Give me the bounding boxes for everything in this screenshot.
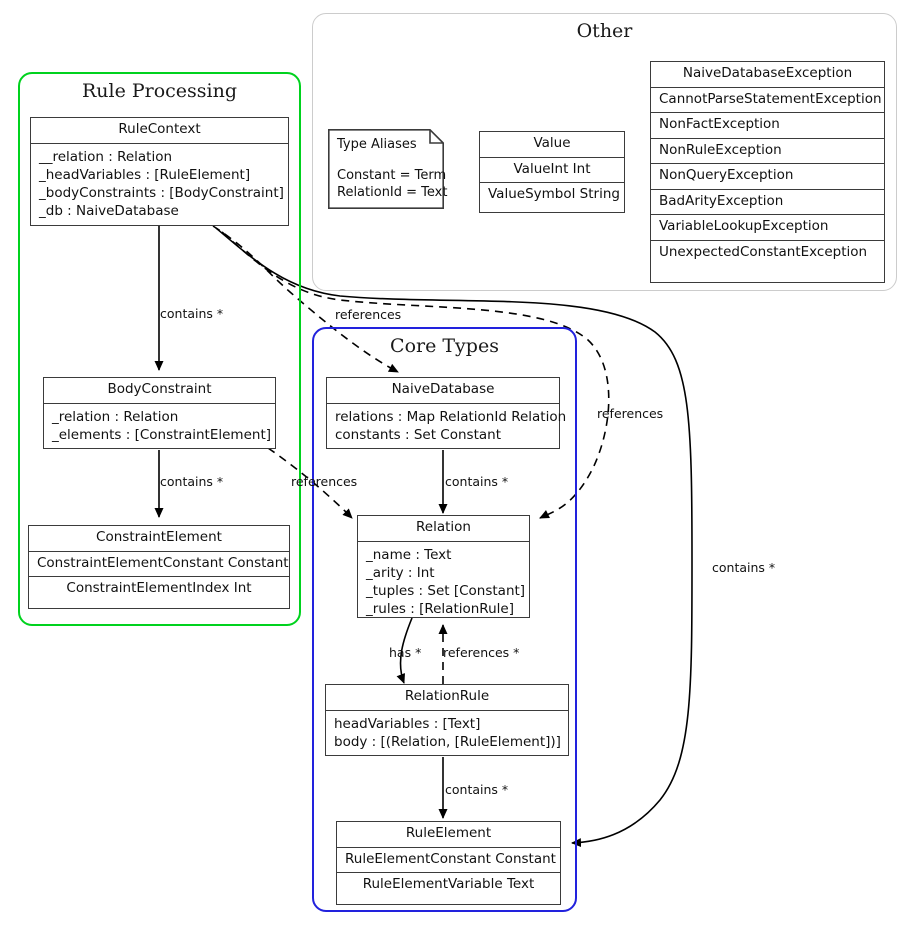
attr: _relation : Relation: [52, 408, 179, 425]
edge-label-rulecontext-ruleelement: contains *: [712, 560, 776, 575]
class-ruleelement-name: RuleElement: [337, 822, 560, 848]
package-core-types: Core Types: [312, 327, 577, 912]
class-ruleelement-row: RuleElementConstant Constant: [337, 848, 560, 874]
class-value-row: ValueInt Int: [480, 158, 624, 184]
exception-row: CannotParseStatementException: [651, 88, 884, 114]
package-core-types-title: Core Types: [390, 335, 499, 357]
note-type-aliases: Type Aliases Constant = Term RelationId …: [328, 129, 448, 209]
edge-label-relationrule-relation-references: references *: [443, 645, 520, 660]
package-other: Other: [312, 13, 897, 291]
class-relationrule-attrs: headVariables : [Text] body : [(Relation…: [326, 711, 568, 756]
attr: _headVariables : [RuleElement]: [39, 166, 251, 183]
attr: headVariables : [Text]: [334, 715, 481, 732]
edge-label-naivedatabase-relation: contains *: [445, 474, 509, 489]
class-naivedatabase-attrs: relations : Map RelationId Relation cons…: [327, 404, 567, 449]
class-naivedatabase[interactable]: NaiveDatabase relations : Map RelationId…: [326, 377, 567, 449]
class-constraintelement-row: ConstraintElementConstant Constant: [29, 552, 289, 578]
class-rulecontext[interactable]: RuleContext __relation : Relation _headV…: [30, 117, 289, 226]
attr: _elements : [ConstraintElement]: [52, 426, 271, 443]
edge-label-bodyconstraint-constraintelement: contains *: [160, 474, 224, 489]
class-naivedatabase-name: NaiveDatabase: [327, 378, 559, 404]
class-constraintelement-name: ConstraintElement: [29, 526, 289, 552]
class-rulecontext-name: RuleContext: [31, 118, 288, 144]
edge-label-bodyconstraint-relation: references: [291, 474, 358, 489]
exception-row: BadArityException: [651, 190, 884, 216]
class-relation[interactable]: Relation _name : Text _arity : Int _tupl…: [357, 515, 530, 618]
edge-label-relationrule-ruleelement: contains *: [445, 782, 509, 797]
class-relation-attrs: _name : Text _arity : Int _tuples : Set …: [358, 542, 529, 624]
class-constraintelement[interactable]: ConstraintElement ConstraintElementConst…: [28, 525, 290, 609]
package-rule-processing: Rule Processing: [18, 72, 301, 626]
class-relationrule-name: RelationRule: [326, 685, 568, 711]
attr: _name : Text: [366, 546, 452, 563]
exception-row: VariableLookupException: [651, 215, 884, 241]
class-value-row: ValueSymbol String: [488, 186, 620, 203]
class-relationrule[interactable]: RelationRule headVariables : [Text] body…: [325, 684, 569, 756]
class-bodyconstraint[interactable]: BodyConstraint _relation : Relation _ele…: [43, 377, 276, 449]
class-naivedatabaseexception-name: NaiveDatabaseException: [651, 62, 884, 88]
class-rulecontext-attrs: __relation : Relation _headVariables : […: [31, 144, 288, 226]
attr: body : [(Relation, [RuleElement])]: [334, 733, 561, 750]
class-constraintelement-row: ConstraintElementIndex Int: [66, 580, 252, 597]
note-title: Type Aliases: [337, 137, 417, 152]
note-body: Type Aliases Constant = Term RelationId …: [328, 129, 448, 209]
class-value-name: Value: [480, 132, 624, 158]
attr: relations : Map RelationId Relation: [335, 408, 567, 425]
attr: _db : NaiveDatabase: [39, 203, 179, 220]
class-ruleelement-row: RuleElementVariable Text: [362, 876, 535, 893]
class-bodyconstraint-attrs: _relation : Relation _elements : [Constr…: [44, 404, 275, 449]
note-spacer: [337, 154, 435, 167]
note-line: RelationId = Text: [337, 185, 448, 201]
class-ruleelement[interactable]: RuleElement RuleElementConstant Constant…: [336, 821, 561, 905]
edge-label-rulecontext-relation: references: [597, 406, 664, 421]
package-other-title: Other: [576, 20, 633, 42]
note-line: Constant = Term: [337, 167, 447, 183]
class-naivedatabaseexception[interactable]: NaiveDatabaseException CannotParseStatem…: [650, 61, 885, 283]
exception-row: NonFactException: [651, 113, 884, 139]
attr: _bodyConstraints : [BodyConstraint]: [39, 184, 284, 201]
attr: _tuples : Set [Constant]: [366, 582, 526, 599]
edge-label-rulecontext-bodyconstraint: contains *: [160, 306, 224, 321]
attr: _rules : [RelationRule]: [366, 601, 514, 618]
package-rule-processing-title: Rule Processing: [81, 80, 238, 102]
attr: _arity : Int: [366, 564, 435, 581]
attr: constants : Set Constant: [335, 426, 502, 443]
attr: __relation : Relation: [39, 148, 173, 165]
exception-row: NonRuleException: [651, 139, 884, 165]
edge-label-relation-relationrule-has: has *: [389, 645, 422, 660]
class-bodyconstraint-name: BodyConstraint: [44, 378, 275, 404]
note-shape: [328, 129, 444, 209]
exception-row: NonQueryException: [651, 164, 884, 190]
class-value[interactable]: Value ValueInt Int ValueSymbol String: [479, 131, 625, 213]
class-relation-name: Relation: [358, 516, 529, 542]
exception-row: UnexpectedConstantException: [659, 243, 868, 260]
edge-label-rulecontext-naivedatabase: references: [335, 307, 402, 322]
